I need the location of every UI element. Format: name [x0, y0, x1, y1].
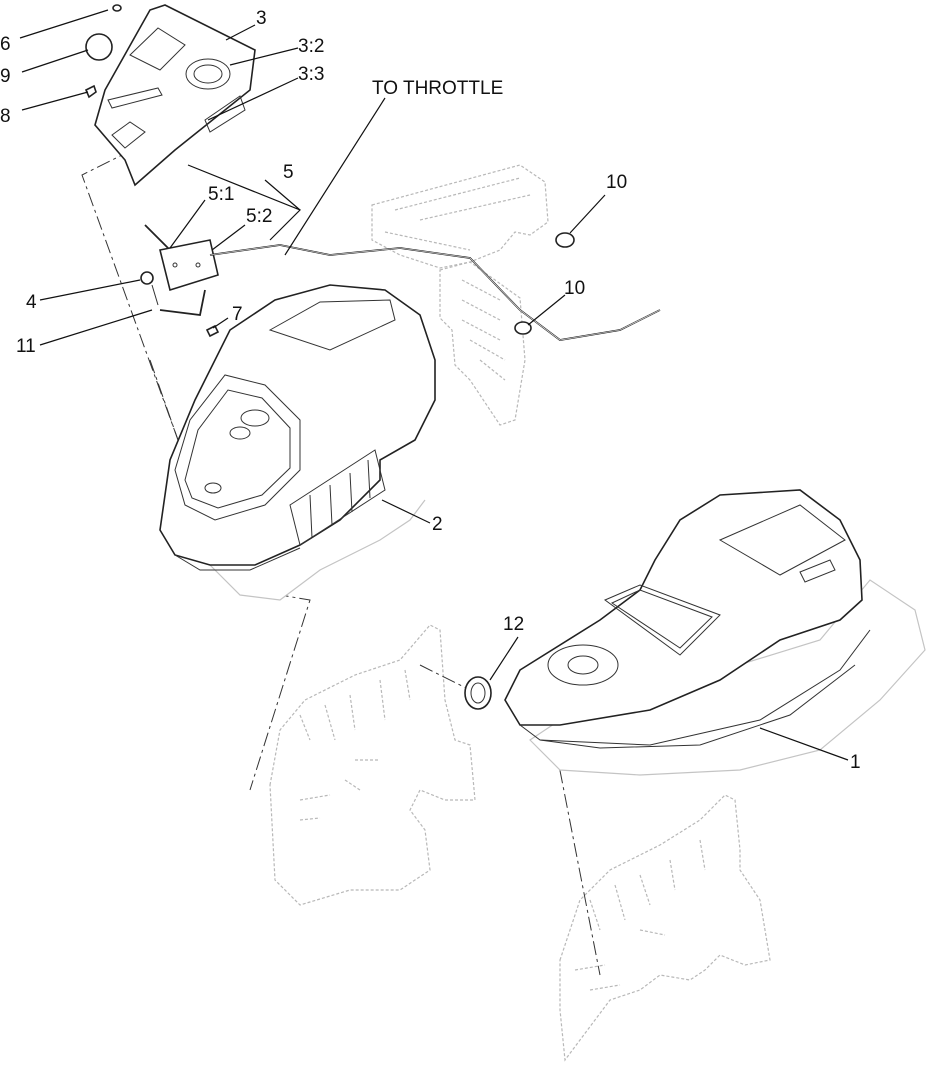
ghost-side-panel-left [269, 624, 476, 906]
clamps [464, 232, 575, 710]
label-5-1: 5:1 [208, 184, 234, 205]
label-3: 3 [256, 8, 267, 29]
hardware-small-parts [84, 4, 122, 99]
knob-4 [140, 271, 154, 285]
label-7: 7 [232, 304, 243, 325]
clamp-10-upper [555, 232, 575, 248]
control-panel-3 [94, 4, 256, 187]
label-11: 11 [16, 336, 36, 357]
ghost-frame-bracket-upper [371, 164, 549, 426]
label-6: 6 [0, 34, 11, 55]
label-5-2: 5:2 [246, 206, 272, 227]
label-4: 4 [26, 292, 37, 313]
hose-clamp-12 [464, 676, 492, 710]
throttle-cable-5 [140, 224, 661, 341]
screw-8 [84, 84, 97, 99]
part-labels: 6 9 8 3 3:2 3:3 TO THROTTLE 5 5:1 5:2 10… [0, 8, 861, 773]
label-10-lower: 10 [564, 278, 585, 299]
console-assembly-1 [504, 489, 926, 776]
label-12: 12 [503, 614, 524, 635]
console-assembly-2 [159, 284, 436, 601]
label-5: 5 [283, 162, 294, 183]
nut-7 [205, 324, 220, 338]
label-3-2: 3:2 [298, 36, 324, 57]
label-10-upper: 10 [606, 172, 627, 193]
label-2: 2 [432, 514, 443, 535]
label-9: 9 [0, 66, 11, 87]
ghost-side-panel-right [559, 794, 771, 1062]
label-to-throttle: TO THROTTLE [372, 78, 503, 99]
cap-6 [112, 4, 122, 12]
clamp-10-lower [514, 321, 532, 335]
knob-9 [85, 33, 113, 61]
label-3-3: 3:3 [298, 64, 324, 85]
leader-lines [19, 9, 849, 761]
label-1: 1 [850, 752, 861, 773]
label-8: 8 [0, 106, 11, 127]
assembly-centerlines [81, 149, 601, 976]
